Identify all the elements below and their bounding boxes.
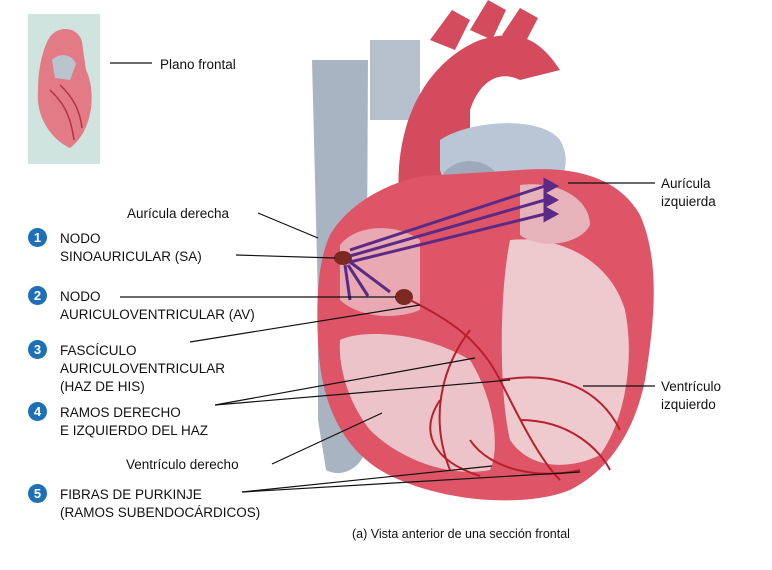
left-ventricle-label-2: izquierdo: [661, 397, 716, 412]
aorta: [398, 35, 560, 211]
left-atrium-label-2: izquierda: [661, 194, 716, 209]
step-1-line-2: SINOAURICULAR (SA): [60, 249, 202, 264]
step-5-badge: 5: [28, 484, 47, 503]
left-ventricle-label-1: Ventrículo: [661, 379, 722, 394]
right-atrium-label: Aurícula derecha: [127, 206, 230, 221]
inset-label: Plano frontal: [160, 57, 236, 72]
step-4-line-2: E IZQUIERDO DEL HAZ: [60, 423, 209, 438]
signal-arrows: [343, 177, 560, 301]
step-2-badge: 2: [28, 286, 47, 305]
step-4-line-1: RAMOS DERECHO: [60, 405, 181, 420]
step-5-line-1: FIBRAS DE PURKINJE: [60, 487, 202, 502]
figure-caption: (a) Vista anterior de una sección fronta…: [352, 527, 570, 541]
sa-node: [334, 251, 352, 265]
step-1-badge: 1: [28, 228, 47, 247]
step-4-badge: 4: [28, 402, 47, 421]
left-atrium-label-1: Aurícula: [661, 176, 711, 191]
step-3-badge: 3: [28, 340, 47, 359]
inset-heart-thumbnail: [28, 14, 100, 164]
av-node: [395, 289, 413, 305]
right-ventricle-label: Ventrículo derecho: [126, 457, 239, 472]
right-ventricle-chamber: [339, 334, 495, 472]
step-3-line-2: AURICULOVENTRICULAR: [60, 361, 226, 376]
left-ventricle-chamber: [501, 239, 629, 465]
step-5-line-2: (RAMOS SUBENDOCÁRDICOS): [60, 505, 261, 520]
step-3-line-3: (HAZ DE HIS): [60, 379, 145, 394]
conduction-pathways: [409, 299, 621, 481]
step-3-line-1: FASCÍCULO: [60, 343, 137, 358]
step-1-line-1: NODO: [60, 231, 101, 246]
step-2-line-1: NODO: [60, 289, 101, 304]
step-2-line-2: AURICULOVENTRICULAR (AV): [60, 307, 255, 322]
